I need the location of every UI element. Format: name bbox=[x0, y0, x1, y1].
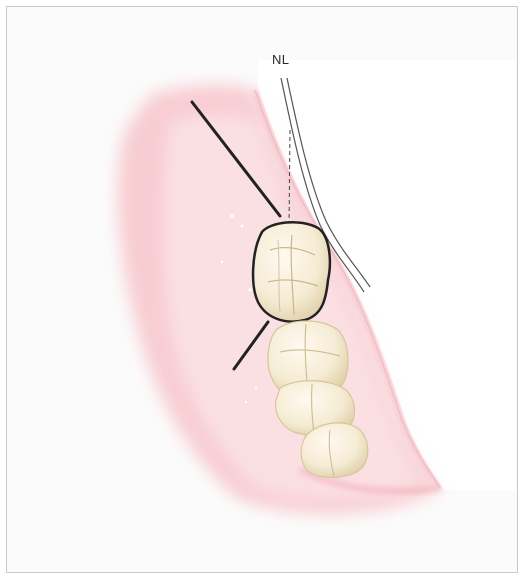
tooth-1 bbox=[253, 222, 330, 321]
tooth-4 bbox=[301, 423, 368, 477]
nl-label: NL bbox=[272, 52, 289, 67]
